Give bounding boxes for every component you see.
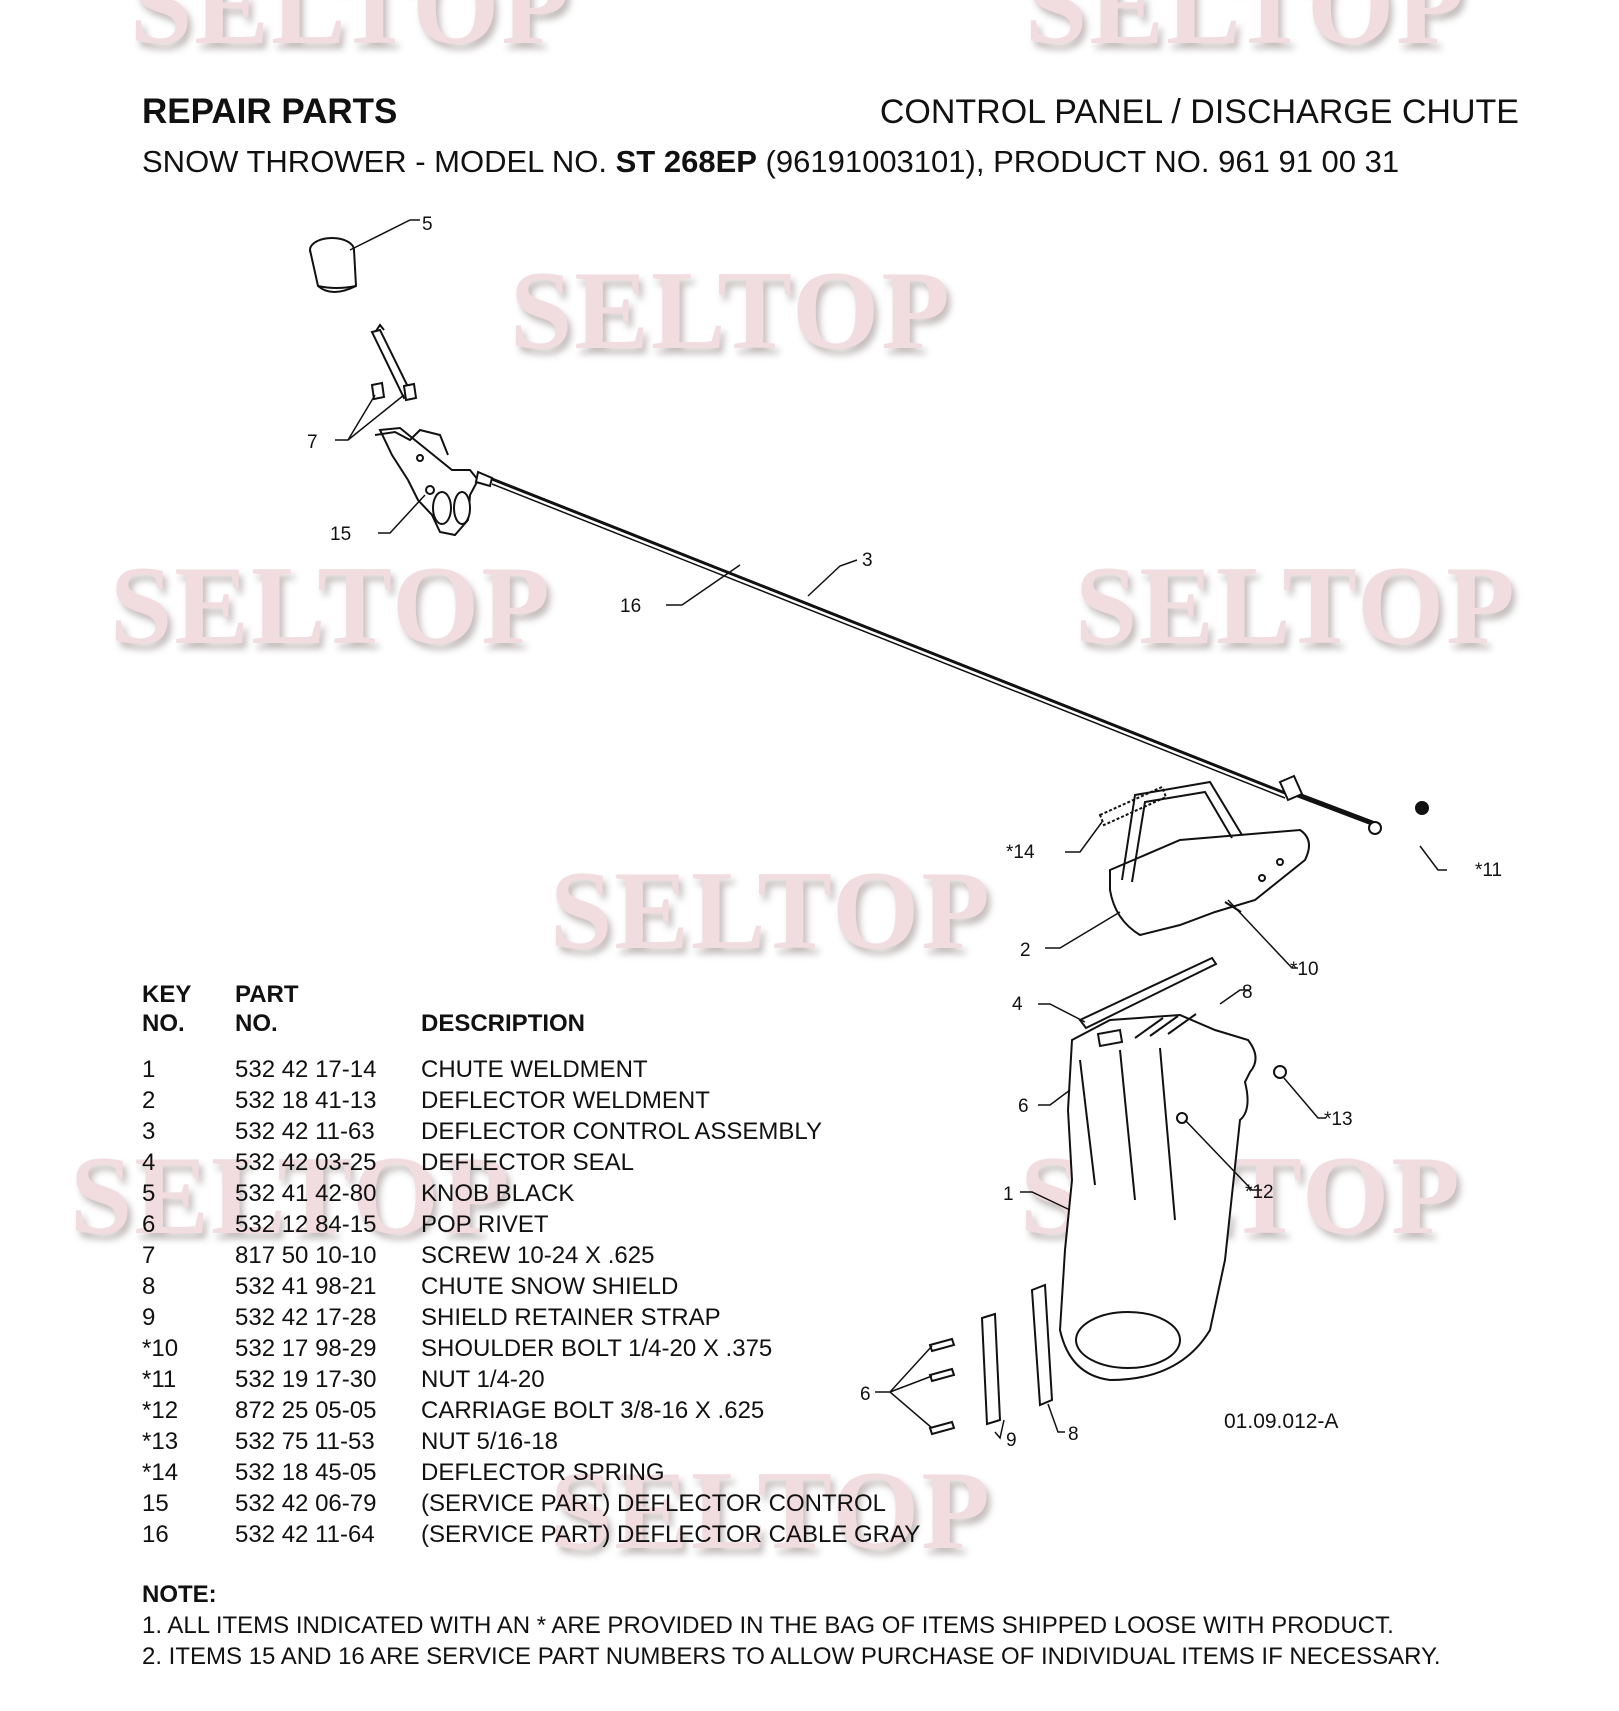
callout-1: 1 [1003,1184,1014,1205]
header-text: PART [235,981,299,1008]
desc-cell: DEFLECTOR SPRING [421,1459,665,1486]
knob-part [309,237,358,293]
part-cell: 532 42 11-63 [235,1118,375,1145]
key-cell: *11 [142,1366,177,1393]
callout-10: *10 [1290,959,1319,980]
desc-cell: SHIELD RETAINER STRAP [421,1304,721,1331]
col-header-key: KEY NO. [142,980,191,1038]
part-cell: 532 42 06-79 [235,1490,377,1517]
desc-cell: CARRIAGE BOLT 3/8-16 X .625 [421,1397,765,1424]
desc-cell: POP RIVET [421,1211,549,1238]
desc-cell: KNOB BLACK [421,1180,575,1207]
desc-cell: CHUTE SNOW SHIELD [421,1273,679,1300]
key-cell: 16 [142,1521,169,1548]
callout-7: 7 [307,432,318,453]
desc-cell: SHOULDER BOLT 1/4-20 X .375 [421,1335,773,1362]
part-cell: 532 42 17-28 [235,1304,377,1331]
header-text: NO. [142,1010,185,1037]
part-cell: 532 42 03-25 [235,1149,377,1176]
desc-cell: SCREW 10-24 X .625 [421,1242,655,1269]
subtitle-prefix: SNOW THROWER - MODEL NO. [142,144,616,179]
deflector-seal-part [1078,956,1218,1030]
part-cell: 532 42 17-14 [235,1056,377,1083]
part-cell: 532 12 84-15 [235,1211,377,1238]
col-header-description: DESCRIPTION [421,1010,586,1037]
part-cell: 532 19 17-30 [235,1366,377,1393]
deflector-cable-part [491,477,1382,835]
part-cell: 872 25 05-05 [235,1397,377,1424]
part-cell: 532 75 11-53 [235,1428,375,1455]
callout-11: *11 [1475,860,1502,881]
callout-2: 2 [1020,940,1031,961]
section-title: CONTROL PANEL / DISCHARGE CHUTE [879,93,1519,131]
key-cell: 3 [142,1118,156,1145]
desc-cell: DEFLECTOR CONTROL ASSEMBLY [421,1118,822,1145]
key-cell: *13 [142,1428,179,1455]
key-cell: *10 [142,1335,179,1362]
key-cell: 9 [142,1304,156,1331]
key-cell: 8 [142,1273,156,1300]
key-cell: 4 [142,1149,156,1176]
key-cell: 1 [142,1056,156,1083]
callout-8: 8 [1242,982,1253,1003]
key-cell: *12 [142,1397,179,1424]
part-cell: 817 50 10-10 [235,1242,377,1269]
model-subtitle: SNOW THROWER - MODEL NO. ST 268EP (96191… [142,144,1399,180]
callout-12: *12 [1245,1182,1274,1203]
key-cell: 15 [142,1490,169,1517]
callout-14: *14 [1006,842,1035,863]
subtitle-suffix: (96191003101), PRODUCT NO. 961 91 00 31 [756,144,1400,179]
desc-cell: CHUTE WELDMENT [421,1056,648,1083]
pop-rivet-part [928,1013,1197,1436]
callout-15: 15 [330,524,351,545]
callout-16: 16 [620,596,641,617]
callout-9: 9 [1006,1430,1017,1451]
part-cell: 532 17 98-29 [235,1335,377,1362]
desc-cell: (SERVICE PART) DEFLECTOR CABLE GRAY [421,1521,921,1548]
note-line-2: 2. ITEMS 15 AND 16 ARE SERVICE PART NUMB… [142,1643,1441,1670]
part-cell: 532 18 41-13 [235,1087,377,1114]
part-cell: 532 41 98-21 [235,1273,377,1300]
note-line-1: 1. ALL ITEMS INDICATED WITH AN * ARE PRO… [142,1612,1394,1639]
retainer-strap-part [980,1312,1002,1426]
header-text: NO. [235,1010,278,1037]
header-text: KEY [142,981,192,1008]
callout-6: 6 [1018,1096,1029,1117]
drawing-number: 01.09.012-A [1224,1410,1339,1433]
nut-part [1273,1065,1287,1079]
part-cell: 532 18 45-05 [235,1459,377,1486]
key-cell: 2 [142,1087,156,1114]
note-heading: NOTE: [142,1581,217,1608]
desc-cell: NUT 1/4-20 [421,1366,545,1393]
page-title: REPAIR PARTS [142,92,398,131]
desc-cell: DEFLECTOR WELDMENT [421,1087,710,1114]
part-cell: 532 41 42-80 [235,1180,377,1207]
chute-snow-shield-part [1030,1283,1054,1407]
model-number: ST 268EP [615,144,757,179]
desc-cell: DEFLECTOR SEAL [421,1149,634,1176]
col-header-part: PART NO. [235,980,299,1038]
callout-8: 8 [1068,1424,1079,1445]
nut-part [1415,801,1429,815]
key-cell: 7 [142,1242,156,1269]
callout-6: 6 [860,1384,871,1405]
chute-weldment-part [1058,1013,1257,1382]
callout-5: 5 [422,214,433,235]
callout-13: *13 [1324,1109,1353,1130]
key-cell: 5 [142,1180,156,1207]
key-cell: 6 [142,1211,156,1238]
part-cell: 532 42 11-64 [235,1521,375,1548]
notes-section: NOTE: 1. ALL ITEMS INDICATED WITH AN * A… [142,1579,1441,1672]
callout-3: 3 [862,550,873,571]
key-cell: *14 [142,1459,179,1486]
desc-cell: (SERVICE PART) DEFLECTOR CONTROL [421,1490,886,1517]
desc-cell: NUT 5/16-18 [421,1428,558,1455]
deflector-weldment-part [1109,780,1310,937]
callout-4: 4 [1012,994,1023,1015]
deflector-control-part [370,323,494,537]
